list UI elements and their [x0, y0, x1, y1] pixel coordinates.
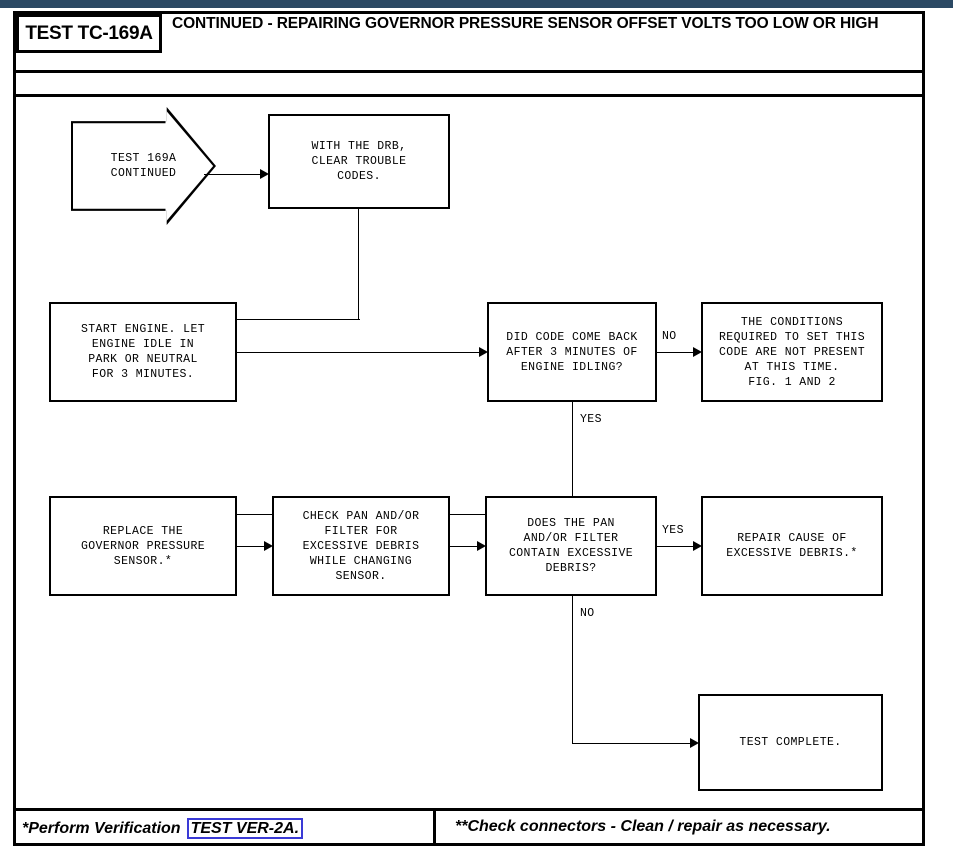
flow-canvas: TEST 169A CONTINUED WITH THE DRB, CLEAR … — [13, 97, 925, 805]
footer-test-ver-link[interactable]: TEST VER-2A. — [186, 818, 304, 839]
edge-clear-down-line — [358, 209, 359, 320]
edge-idle-to-decision-line — [237, 352, 482, 353]
edge-clear-left-line — [136, 319, 360, 320]
edge-label-no-pan: NO — [579, 607, 596, 620]
node-pan-contains-debris: DOES THE PAN AND/OR FILTER CONTAIN EXCES… — [485, 496, 657, 596]
edge-idle-to-decision-arrow-icon — [479, 347, 488, 357]
edge-start-to-clear-arrow-icon — [260, 169, 269, 179]
edge-label-no-code-back: NO — [661, 330, 678, 343]
node-conditions-not-present: THE CONDITIONS REQUIRED TO SET THIS CODE… — [701, 302, 883, 402]
node-start-engine-idle: START ENGINE. LET ENGINE IDLE IN PARK OR… — [49, 302, 237, 402]
edge-replace-to-check-line — [237, 546, 267, 547]
footer-left-note: *Perform Verification TEST VER-2A. — [22, 818, 304, 839]
test-id-label: TEST TC-169A — [25, 22, 153, 44]
edge-no-pan-to-complete-arrow-icon — [690, 738, 699, 748]
edge-no-to-conditions-arrow-icon — [693, 347, 702, 357]
node-replace-sensor: REPLACE THE GOVERNOR PRESSURE SENSOR.* — [49, 496, 237, 596]
edge-label-yes-code-back: YES — [579, 413, 603, 426]
footer-right-note: **Check connectors - Clean / repair as n… — [455, 818, 831, 835]
edge-no-to-conditions-line — [657, 352, 696, 353]
footer-verification-text: *Perform Verification — [22, 819, 181, 837]
footer-band — [13, 808, 925, 846]
edge-no-pan-down-line — [572, 596, 573, 744]
header-subband — [13, 73, 925, 97]
node-did-code-come-back: DID CODE COME BACK AFTER 3 MINUTES OF EN… — [487, 302, 657, 402]
edge-check-to-pandecision-line — [450, 546, 480, 547]
page-title: CONTINUED - REPAIRING GOVERNOR PRESSURE … — [172, 15, 879, 32]
top-navy-strip — [0, 0, 953, 8]
edge-start-to-clear-line — [204, 174, 262, 175]
node-test-complete: TEST COMPLETE. — [698, 694, 883, 791]
edge-check-to-pandecision-arrow-icon — [477, 541, 486, 551]
footer-divider — [433, 808, 436, 846]
edge-replace-to-check-arrow-icon — [264, 541, 273, 551]
edge-no-pan-right-line — [572, 743, 693, 744]
edge-yes-to-repair-arrow-icon — [693, 541, 702, 551]
node-start-label: TEST 169A CONTINUED — [110, 152, 177, 180]
edge-yes-down-line — [572, 402, 573, 515]
node-clear-trouble-codes: WITH THE DRB, CLEAR TROUBLE CODES. — [268, 114, 450, 209]
edge-yes-to-repair-line — [657, 546, 696, 547]
node-check-pan-filter: CHECK PAN AND/OR FILTER FOR EXCESSIVE DE… — [272, 496, 450, 596]
test-id-box: TEST TC-169A — [16, 14, 162, 53]
node-repair-cause: REPAIR CAUSE OF EXCESSIVE DEBRIS.* — [701, 496, 883, 596]
header-band — [13, 11, 925, 73]
edge-label-yes-pan: YES — [661, 524, 685, 537]
